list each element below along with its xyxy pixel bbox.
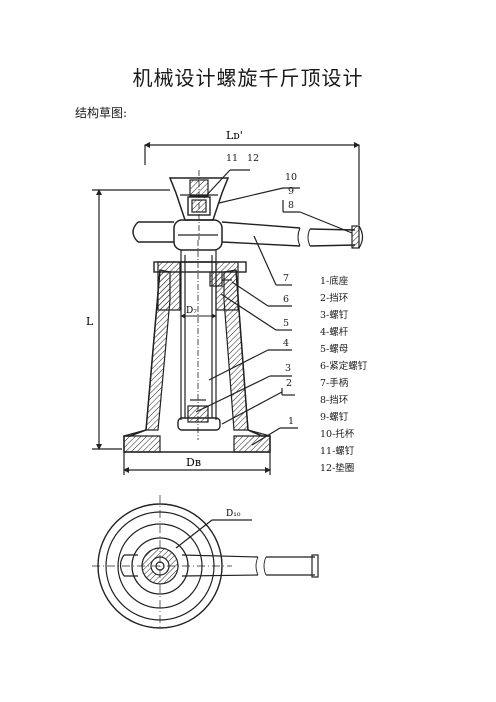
callout-8: 8 [288,200,294,211]
legend-item: 11-螺钉 [320,446,355,457]
legend-item: 2-挡环 [320,293,349,304]
legend-item: 5-螺母 [320,344,349,355]
dim-cup: D₁₀ [226,509,241,519]
document-title: 机械设计螺旋千斤顶设计 [132,66,364,90]
callout-5: 5 [283,318,289,329]
callout-4: 4 [283,338,289,349]
legend-item: 12-垫圈 [320,463,355,474]
section-label: 结构草图: [75,106,128,120]
dim-height: L [86,315,94,328]
dim-base: Dв [186,456,201,469]
legend-item: 8-挡环 [320,395,349,406]
legend-item: 7-手柄 [320,378,349,389]
legend-item: 3-螺钉 [320,310,349,321]
callout-2: 2 [286,378,292,389]
callout-7: 7 [283,273,289,284]
callout-11: 11 [226,153,238,164]
legend-item: 10-托杯 [320,429,355,440]
callout-6: 6 [283,294,289,305]
callout-3: 3 [285,363,291,374]
dim-top-span: Lᴅ' [226,129,243,142]
dim-bore: D₇ [186,306,197,316]
callout-1: 1 [288,416,294,427]
legend-item: 9-螺钉 [320,412,349,423]
callout-12: 12 [247,153,259,164]
legend-item: 6-紧定螺钉 [320,361,368,372]
legend-item: 4-螺杆 [320,327,349,338]
legend-item: 1-底座 [320,276,349,287]
parts-legend: 1-底座 2-挡环 3-螺钉 4-螺杆 5-螺母 6-紧定螺钉 7-手柄 8-挡… [320,273,367,477]
callout-9: 9 [288,186,294,197]
callout-10: 10 [285,172,297,183]
